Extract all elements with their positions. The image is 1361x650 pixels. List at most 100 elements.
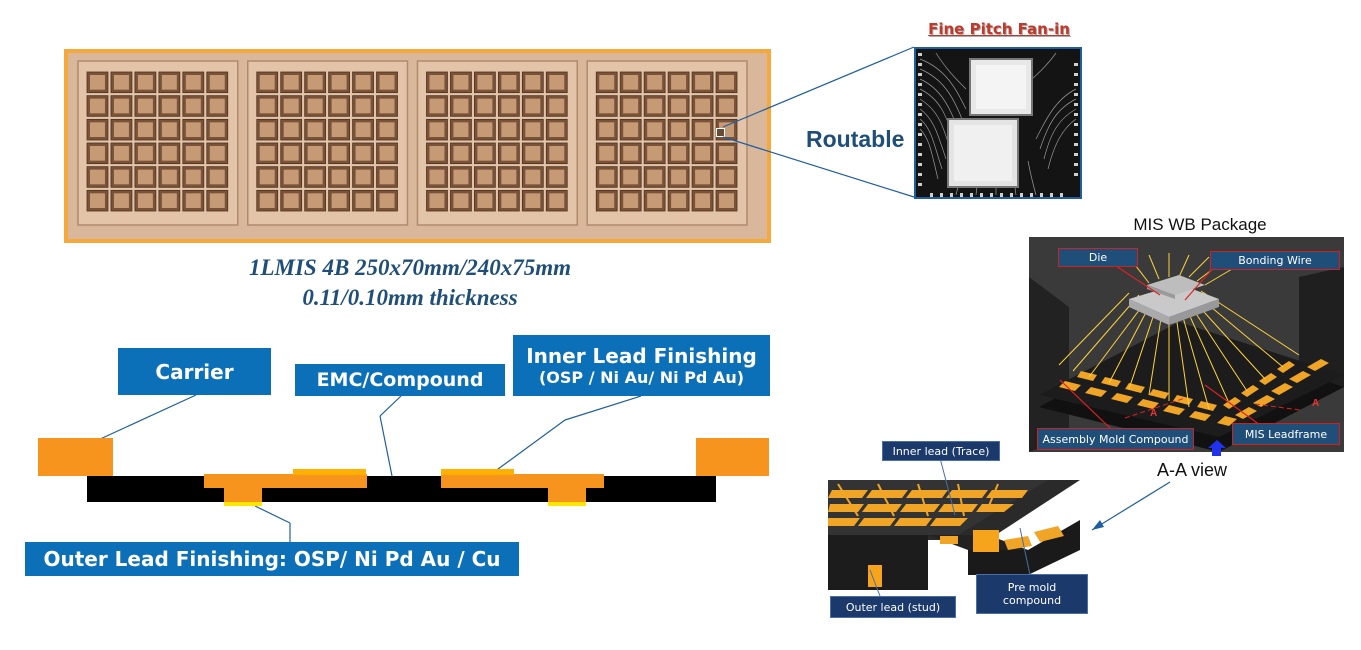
- strip-unit-pad: [113, 146, 129, 161]
- strip-unit-pad: [307, 146, 323, 161]
- strip-unit-pad: [355, 193, 371, 208]
- strip-unit-pad: [379, 122, 395, 137]
- strip-unit-pad: [671, 122, 687, 137]
- strip-unit-pad: [719, 146, 734, 161]
- inner-lead-leader-2: [493, 419, 566, 473]
- strip-unit-pad: [209, 193, 225, 208]
- strip-unit-pad: [453, 98, 469, 114]
- strip-unit-pad: [623, 75, 639, 90]
- strip-unit-pad: [599, 98, 615, 114]
- strip-unit-pad: [695, 122, 711, 137]
- cross-section-diagram: [38, 394, 769, 547]
- strip-unit-pad: [137, 193, 153, 208]
- strip-unit-pad: [379, 75, 395, 90]
- strip-unit-pad: [501, 98, 517, 114]
- strip-unit-pad: [331, 193, 347, 208]
- aa-view-title: A-A view: [1157, 460, 1228, 480]
- strip-unit-pad: [307, 169, 323, 185]
- strip-unit-pad: [525, 122, 541, 137]
- fine-pitch-title: Fine Pitch Fan-in: [928, 20, 1070, 38]
- inner-lead-title: Inner Lead Finishing: [526, 344, 757, 368]
- strip-unit-pad: [671, 75, 687, 90]
- strip-unit-pad: [501, 75, 517, 90]
- strip-unit-pad: [623, 169, 639, 185]
- strip-unit-pad: [259, 122, 275, 137]
- strip-unit-pad: [161, 98, 177, 114]
- strip-unit-pad: [283, 75, 299, 90]
- inner-lead-sub: (OSP / Ni Au/ Ni Pd Au): [538, 368, 745, 387]
- strip-unit-pad: [113, 75, 129, 90]
- strip-unit-pad: [719, 98, 734, 114]
- strip-unit-pad: [161, 146, 177, 161]
- strip-unit-pad: [283, 169, 299, 185]
- stud-left: [868, 565, 882, 587]
- strip-unit-pad: [623, 98, 639, 114]
- strip-unit-pad: [599, 75, 615, 90]
- strip-unit-pad: [525, 193, 541, 208]
- package-3d-view: [1029, 237, 1344, 452]
- strip-unit-pad: [185, 193, 201, 208]
- strip-unit-pad: [379, 146, 395, 161]
- strip-unit-pad: [259, 98, 275, 114]
- strip-unit-pad: [429, 169, 445, 185]
- strip-caption-line1: 1LMIS 4B 250x70mm/240x75mm: [248, 255, 572, 280]
- inner-lead-trace-label: Inner lead (Trace): [882, 441, 1000, 461]
- strip-unit-pad: [113, 98, 129, 114]
- emc-body: [87, 476, 716, 502]
- strip-unit-pad: [185, 75, 201, 90]
- strip-unit-pad: [599, 146, 615, 161]
- emc-leader: [379, 395, 402, 417]
- inner-lead-right: [441, 474, 604, 488]
- strip-unit-pad: [719, 193, 734, 208]
- strip-unit-pad: [137, 98, 153, 114]
- section-marker-right: A: [1312, 398, 1320, 409]
- strip-unit-pad: [671, 146, 687, 161]
- strip-unit-pad: [453, 193, 469, 208]
- strip-unit-pad: [185, 146, 201, 161]
- strip-unit-pad: [283, 193, 299, 208]
- strip-unit-pad: [501, 146, 517, 161]
- strip-unit-pad: [113, 169, 129, 185]
- emc-label: EMC/Compound: [295, 364, 505, 396]
- strip-unit-pad: [695, 98, 711, 114]
- strip-unit-pad: [429, 98, 445, 114]
- strip-unit-pad: [185, 122, 201, 137]
- outer-stud-right: [548, 488, 586, 502]
- strip-unit-pad: [623, 122, 639, 137]
- strip-unit-pad: [137, 169, 153, 185]
- strip-unit-pad: [647, 98, 663, 114]
- strip-unit-pad: [355, 75, 371, 90]
- strip-unit-pad: [379, 169, 395, 185]
- package-title: MIS WB Package: [1133, 215, 1267, 234]
- strip-unit-pad: [137, 122, 153, 137]
- strip-unit-pad: [283, 146, 299, 161]
- strip-unit-pad: [477, 98, 493, 114]
- strip-unit-pad: [477, 146, 493, 161]
- selected-unit-marker: [716, 128, 725, 137]
- fan-in-drawing: [916, 49, 1080, 197]
- strip-image: [68, 53, 767, 239]
- strip-unit-pad: [161, 75, 177, 90]
- strip-unit-pad: [647, 75, 663, 90]
- carrier-label: Carrier: [118, 348, 271, 395]
- strip-unit-pad: [453, 169, 469, 185]
- strip-unit-pad: [525, 98, 541, 114]
- strip-unit-pad: [209, 169, 225, 185]
- outer-stud-left: [224, 488, 262, 502]
- strip-unit-pad: [90, 193, 105, 208]
- strip-unit-pad: [90, 122, 105, 137]
- strip-unit-pad: [90, 169, 105, 185]
- strip-unit-pad: [647, 122, 663, 137]
- strip-unit-pad: [113, 122, 129, 137]
- strip-unit-pad: [647, 146, 663, 161]
- carrier-leader: [97, 394, 197, 441]
- strip-unit-pad: [259, 193, 275, 208]
- strip-unit-pad: [161, 169, 177, 185]
- strip-unit-pad: [307, 98, 323, 114]
- strip-unit-pad: [113, 193, 129, 208]
- strip-unit-pad: [647, 169, 663, 185]
- strip-unit-pad: [307, 75, 323, 90]
- inner-lead-leader: [564, 395, 642, 421]
